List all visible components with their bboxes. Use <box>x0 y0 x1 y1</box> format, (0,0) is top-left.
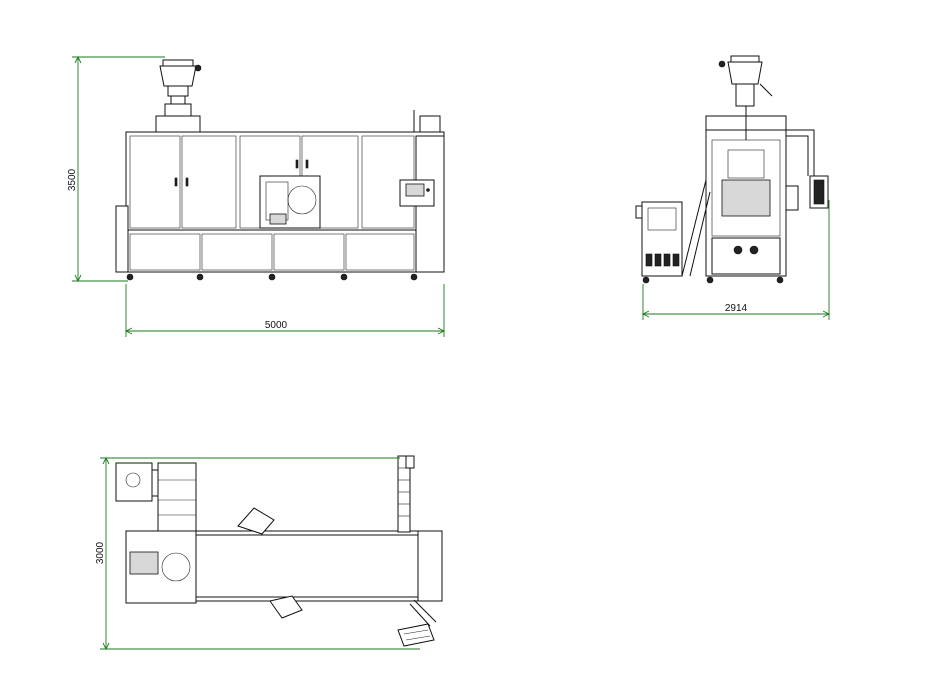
side-electrical <box>785 129 829 211</box>
front-view: 3500 5000 <box>67 55 446 337</box>
side-conveyor <box>635 179 711 277</box>
top-motors <box>237 507 303 619</box>
side-dimensions: 2914 <box>641 200 831 320</box>
top-conveyor-right <box>397 455 415 533</box>
side-hopper <box>718 55 773 107</box>
side-width-label: 2914 <box>725 303 748 314</box>
top-dimensions: 3000 <box>95 456 420 651</box>
top-main-body <box>125 530 443 604</box>
front-dimensions: 3500 5000 <box>67 55 446 337</box>
front-height-label: 3500 <box>67 168 78 191</box>
top-view: 3000 <box>95 455 443 651</box>
side-frame <box>705 106 787 277</box>
front-cabinet <box>115 110 445 281</box>
top-control-box <box>115 462 195 502</box>
side-view: 2914 <box>635 55 831 320</box>
top-feed-chute <box>157 462 197 532</box>
front-width-label: 5000 <box>265 320 288 331</box>
top-exit-chute <box>397 599 437 647</box>
top-depth-label: 3000 <box>95 541 106 564</box>
front-hopper <box>155 59 202 133</box>
